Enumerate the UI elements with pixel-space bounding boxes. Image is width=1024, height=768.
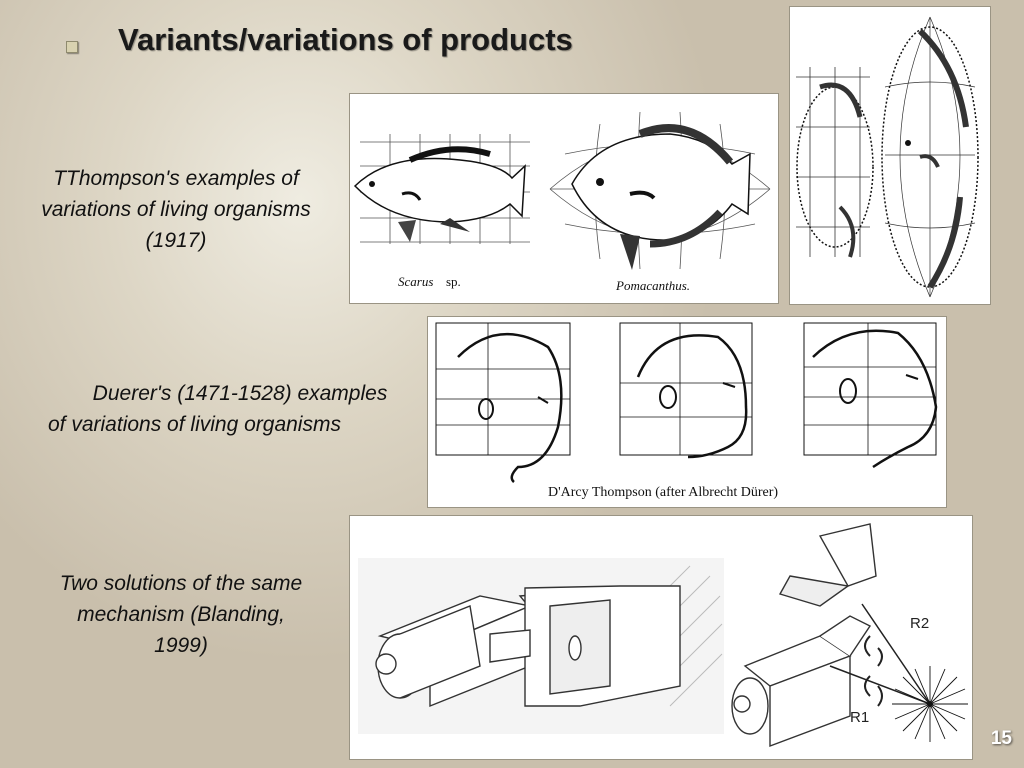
caption-line: mechanism (Blanding,	[77, 603, 285, 626]
mechanism-caption: Two solutions of the same mechanism (Bla…	[16, 568, 346, 661]
title-bullet-icon	[66, 41, 78, 53]
page-number: 15	[990, 728, 1012, 749]
mechanism-drawing: R2 R1	[358, 522, 968, 752]
caption-line: Duerer's (1471-1528) examples	[92, 382, 388, 405]
mechanism-label-r2: R2	[910, 615, 929, 632]
fish-label-pomacanthus: Pomacanthus.	[615, 278, 690, 293]
caption-line: of variations of living organisms	[48, 413, 341, 436]
heads-illustration: D'Arcy Thompson (after Albrecht Dürer)	[427, 316, 947, 508]
caption-line: variations of living organisms	[41, 198, 311, 221]
thompson-caption: TThompson's examples of variations of li…	[4, 163, 348, 256]
fish-label-scarus: Scarus	[398, 274, 433, 289]
caption-line: (1917)	[145, 229, 207, 252]
fish-label-sp: sp.	[446, 274, 461, 289]
mechanism-illustration: R2 R1	[349, 515, 973, 760]
heads-drawing: D'Arcy Thompson (after Albrecht Dürer)	[435, 322, 938, 500]
heads-figure-caption: D'Arcy Thompson (after Albrecht Dürer)	[548, 485, 778, 500]
fish-drawing: Scarus sp. Pomacanthus.	[353, 111, 771, 293]
mechanism-label-r1: R1	[850, 709, 869, 726]
caption-line: 1999)	[154, 634, 208, 657]
caption-line: Two solutions of the same	[59, 572, 303, 595]
caption-line: TThompson's examples of	[53, 167, 299, 190]
fish-illustration: Scarus sp. Pomacanthus.	[349, 93, 779, 304]
slide-title: Variants/variations of products	[118, 22, 573, 57]
distorted-fish-illustration	[789, 6, 991, 305]
distorted-fish-drawing	[796, 16, 979, 298]
duerer-caption: Duerer's (1471-1528) examples of variati…	[40, 378, 430, 440]
